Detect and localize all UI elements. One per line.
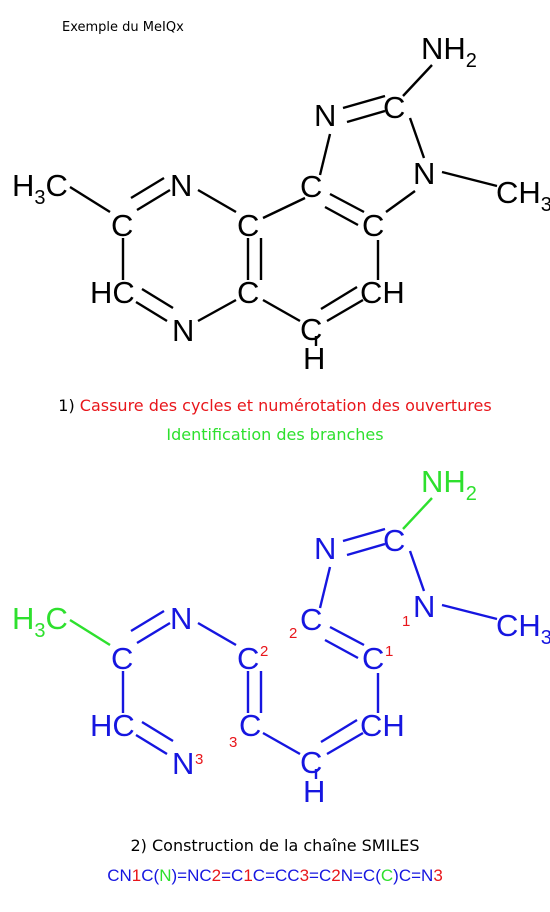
atom-n-top: N xyxy=(314,98,336,133)
atom-n-top: N xyxy=(314,531,336,566)
ring-number-n-right: 1 xyxy=(402,613,410,630)
smiles-segment: CN xyxy=(107,866,132,885)
atom-c-top: C xyxy=(383,523,405,558)
atom-c-mid-upper: C xyxy=(237,208,259,243)
atom-ch: CH xyxy=(360,708,405,743)
molecule-2-labels: NH2 N C N 1 CH3 H3C C N C 2 2 C C 1 HC 3… xyxy=(12,464,550,809)
atom-ch3-right: CH3 xyxy=(496,175,550,216)
atom-ch: CH xyxy=(360,275,405,310)
atom-hc: HC xyxy=(90,708,135,743)
atom-c-mid-lower: C xyxy=(239,708,261,743)
smiles-segment: C xyxy=(380,866,394,885)
caption-step-1-red: Cassure des cycles et numérotation des o… xyxy=(79,396,492,415)
ring-number-c-mid-lower: 3 xyxy=(229,734,237,751)
molecule-1-labels: NH2 N C N CH3 H3C C N C C C HC C CH N C … xyxy=(12,31,550,376)
smiles-segment: )C=N xyxy=(393,866,434,885)
atom-c-fused-top: C xyxy=(300,169,322,204)
atom-n-right: N xyxy=(413,589,435,624)
molecule-1 xyxy=(69,64,498,346)
smiles-segment: 3 xyxy=(433,866,443,885)
atom-n-right: N xyxy=(413,156,435,191)
page-title: Exemple du MeIQx xyxy=(62,20,184,35)
smiles-segment: C( xyxy=(141,866,160,885)
smiles-segment: C=CC xyxy=(252,866,300,885)
caption-step-1-number: 1) xyxy=(58,396,80,415)
atom-n-lower: N xyxy=(172,313,194,348)
caption-step-1: 1) Cassure des cycles et numérotation de… xyxy=(0,396,550,415)
smiles-segment: 1 xyxy=(243,866,253,885)
smiles-segment: =C xyxy=(221,866,244,885)
atom-h-bottom: H xyxy=(303,341,325,376)
atom-n-upper: N xyxy=(170,168,192,203)
atom-nh2: NH2 xyxy=(421,31,477,72)
atom-c-top: C xyxy=(383,90,405,125)
atom-c-fused-right: C xyxy=(362,208,384,243)
smiles-segment: )=NC xyxy=(171,866,212,885)
atom-n-lower: N xyxy=(172,746,194,781)
ring-number-c-fused-top: 2 xyxy=(289,625,297,642)
atom-n-upper: N xyxy=(170,601,192,636)
atom-c-left: C xyxy=(111,208,133,243)
atom-c-mid-upper: C xyxy=(237,641,259,676)
atom-nh2-green: NH2 xyxy=(421,464,477,505)
atom-h-bottom: H xyxy=(303,774,325,809)
smiles-segment: 2 xyxy=(211,866,222,885)
atom-h3c: H3C xyxy=(12,168,68,209)
ring-number-c-mid-upper: 2 xyxy=(260,643,268,660)
smiles-segment: 2 xyxy=(331,866,341,885)
atom-ch3-right: CH3 xyxy=(496,608,550,649)
molecule-2 xyxy=(69,497,498,779)
atom-hc: HC xyxy=(90,275,135,310)
smiles-segment: 1 xyxy=(131,866,142,885)
atom-c-bottom: C xyxy=(300,745,322,780)
caption-step-1-green: Identification des branches xyxy=(166,425,384,444)
smiles-segment: =C xyxy=(309,866,332,885)
smiles-segment: 3 xyxy=(299,866,310,885)
atom-h3c-green: H3C xyxy=(12,601,68,642)
atom-c-fused-right: C xyxy=(362,641,384,676)
ring-number-n-lower: 3 xyxy=(195,751,203,768)
caption-step-2: 2) Construction de la chaîne SMILES xyxy=(130,836,420,855)
ring-number-c-fused-right: 1 xyxy=(385,643,393,660)
smiles-segment: N=C( xyxy=(340,866,381,885)
atom-c-fused-top: C xyxy=(300,602,322,637)
atom-c-left: C xyxy=(111,641,133,676)
atom-c-bottom: C xyxy=(300,312,322,347)
atom-c-mid-lower: C xyxy=(237,275,259,310)
smiles-segment: N xyxy=(159,866,172,885)
smiles-string: CN1C(N)=NC2=C1C=CC3=C2N=C(C)C=N3 xyxy=(0,866,550,886)
